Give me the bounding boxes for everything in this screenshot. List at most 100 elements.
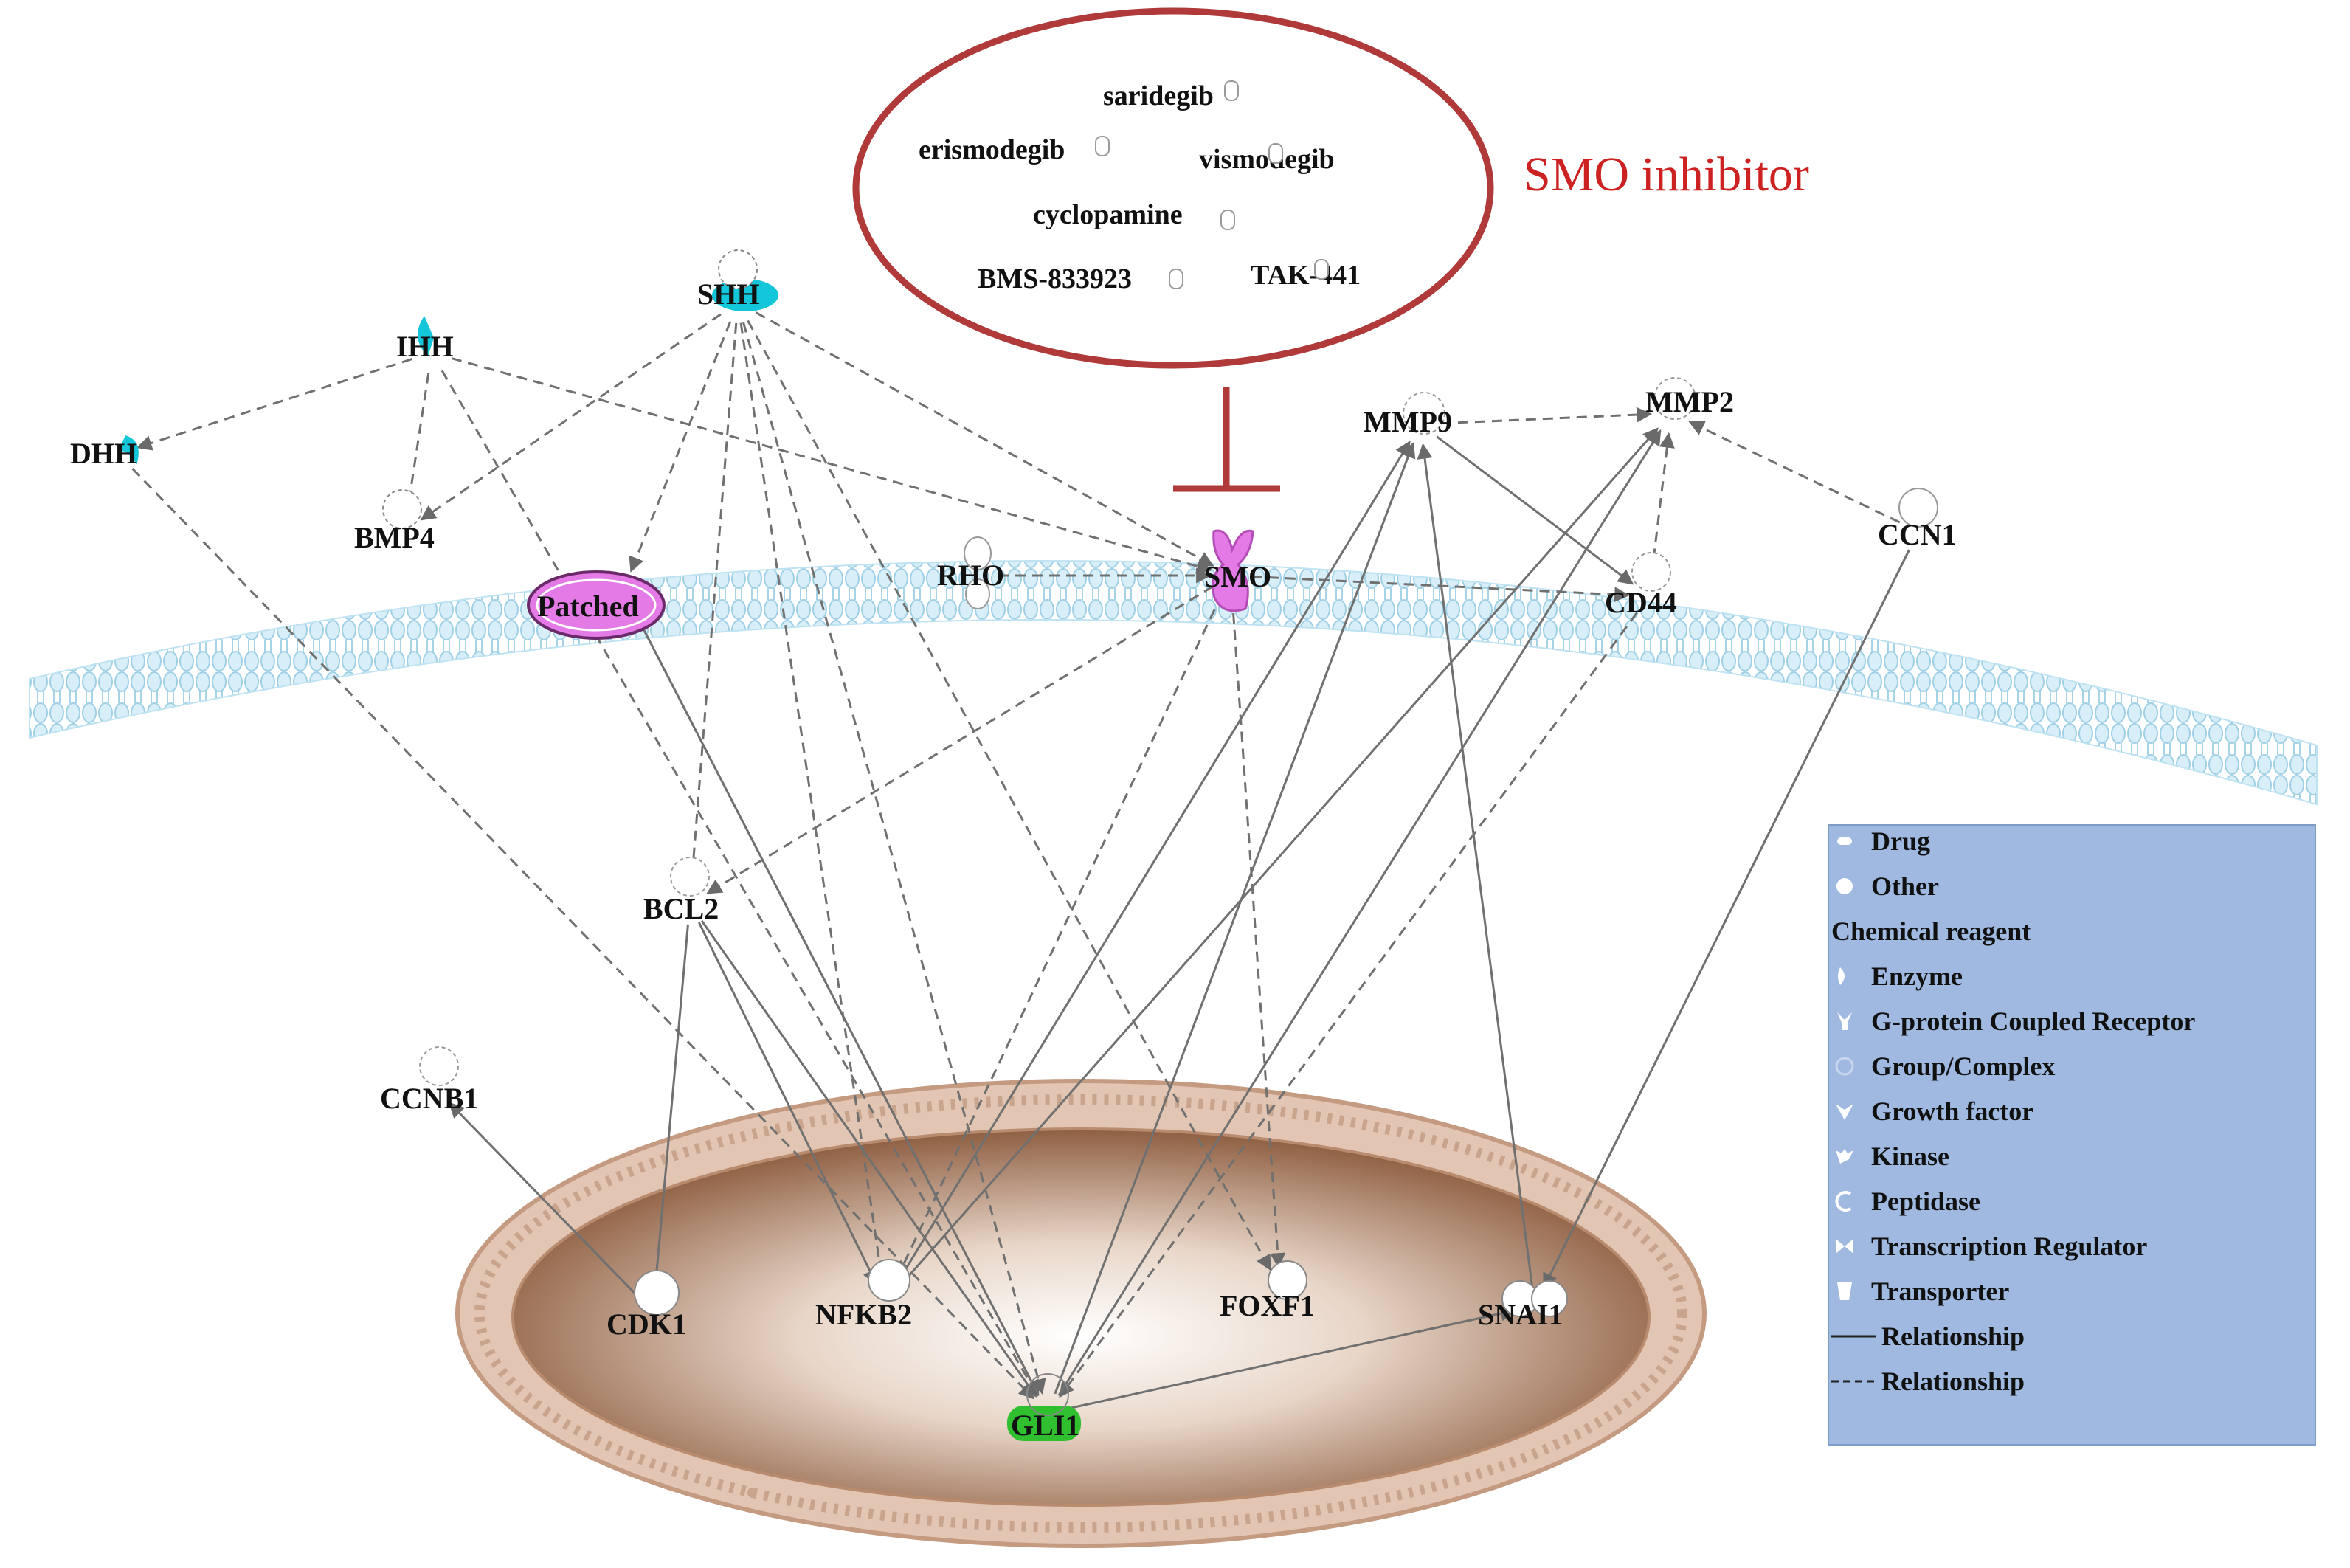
drug-icon (1224, 80, 1239, 101)
node-label-bmp4: BMP4 (354, 521, 435, 554)
drug-label: erismodegib (919, 134, 1065, 165)
drug-icon (1268, 143, 1283, 164)
legend-box (1828, 824, 2316, 1446)
patched-transporter-icon (527, 570, 666, 640)
legend-item: Transcription Regulator (1836, 1232, 2147, 1261)
edge-bcl2-cdk1 (648, 924, 689, 1294)
nucleus (455, 1079, 1707, 1548)
edge-smo-nfkb2 (893, 593, 1223, 1285)
edge-cdk1-ccnb1 (449, 1102, 640, 1298)
legend-label: Transporter (1871, 1277, 2009, 1306)
node-label-foxf1: FOXF1 (1220, 1289, 1315, 1322)
nfkb2-tr-icon (868, 1259, 910, 1302)
legend-tr-icon (1836, 1239, 1853, 1254)
smo-gpcr-icon (1212, 529, 1254, 612)
drug-label: vismodegib (1199, 144, 1335, 175)
edge-dhh-gli1 (131, 468, 1034, 1400)
node-label-mmp2: MMP2 (1645, 385, 1734, 418)
node-label-cdk1: CDK1 (606, 1308, 687, 1341)
legend-label: Kinase (1871, 1142, 1949, 1171)
edges-layer (131, 311, 1910, 1410)
legend-item: Growth factor (1836, 1096, 2033, 1126)
edge-ihh-dhh (136, 358, 412, 451)
legend-enzyme-icon (1838, 967, 1845, 985)
edge-cd44-mmp2 (1650, 432, 1675, 576)
node-labels: SHH IHH DHH BMP4 Patched RHO SMO MMP9 MM… (70, 277, 1957, 1442)
legend-item: Relationship (1831, 1367, 2025, 1396)
cell-membrane (29, 560, 2318, 806)
node-label-gli1: GLI1 (1011, 1409, 1079, 1442)
legend-gpcr-icon (1837, 1012, 1852, 1030)
drug-icon (1095, 136, 1110, 156)
node-label-smo: SMO (1204, 560, 1271, 593)
edge-gli1-patched (632, 607, 1040, 1395)
ihh-peptidase-icon (418, 316, 434, 356)
legend-transporter-icon (1837, 1282, 1852, 1300)
drug-label: saridegib (1103, 80, 1214, 111)
legend-label: Transcription Regulator (1871, 1232, 2147, 1261)
node-label-mmp9: MMP9 (1364, 405, 1452, 438)
inhibitor-title: SMO inhibitor (1524, 148, 1809, 201)
legend-item: Enzyme (1838, 961, 1963, 991)
drug-icon (1220, 210, 1235, 230)
node-label-bcl2: BCL2 (643, 892, 719, 925)
node-label-ccn1: CCN1 (1878, 518, 1957, 551)
node-label-patched: Patched (537, 590, 639, 623)
node-label-ihh: IHH (396, 330, 454, 363)
snai1-tr-icon (1501, 1280, 1568, 1317)
edge-ihh-smo (451, 357, 1213, 574)
edge-gli1-snai1 (1068, 1305, 1516, 1410)
bmp4-growth-icon (382, 489, 422, 529)
edge-shh-patched (629, 321, 732, 573)
legend-group-icon (1835, 1057, 1854, 1076)
rho-receptor-icon (964, 536, 992, 609)
edge-smo-bcl2 (706, 585, 1214, 894)
cdk1-kinase-icon (634, 1270, 680, 1316)
legend-label: Chemical reagent (1831, 916, 2031, 946)
legend-item: Relationship (1831, 1322, 2025, 1351)
node-label-dhh: DHH (70, 437, 137, 470)
node-label-shh: SHH (697, 277, 759, 311)
edge-nfkb2-mmp2 (898, 427, 1659, 1288)
edge-shh-gli1 (742, 322, 1046, 1395)
edge-shh-bcl2 (685, 322, 738, 885)
legend-item: Kinase (1836, 1142, 1949, 1171)
edge-ccn1-mmp2 (1688, 421, 1901, 524)
legend-label: G-protein Coupled Receptor (1871, 1006, 2195, 1036)
legend-label: Enzyme (1871, 961, 1963, 991)
foxf1-tr-icon (1268, 1260, 1307, 1300)
legend-label: Group/Complex (1871, 1051, 2055, 1081)
edge-shh-foxf1 (747, 320, 1271, 1271)
shh-kinase-icon (712, 249, 778, 311)
edge-mmp9-cd44 (1436, 435, 1634, 585)
mmp9-peptidase-icon (1403, 392, 1445, 435)
legend-item: G-protein Coupled Receptor (1837, 1006, 2195, 1036)
gli1-tr-icon (1007, 1373, 1081, 1441)
drug-label: TAK-441 (1251, 260, 1361, 291)
legend-growth-icon (1836, 1104, 1853, 1120)
edge-bcl2-nfkb2 (697, 922, 878, 1285)
legend-item: Drug (1837, 826, 1930, 856)
legend-item: Transporter (1837, 1277, 2009, 1306)
legend-label: Drug (1871, 826, 1930, 856)
edge-bcl2-gli1 (700, 920, 1037, 1398)
edge-ccn1-snai1 (1543, 549, 1910, 1289)
edge-shh-smo (755, 311, 1214, 567)
legend-label: Growth factor (1871, 1096, 2033, 1126)
node-glyphs (118, 249, 1938, 1441)
edge-shh-nfkb2 (739, 322, 888, 1284)
edge-nfkb2-mmp9 (895, 441, 1411, 1285)
cd44-other-icon (1631, 552, 1671, 592)
inhibitor-group: saridegib erismodegib vismodegib cyclopa… (852, 7, 1809, 492)
legend-item: Other (1836, 871, 1939, 901)
legend-label: Relationship (1881, 1322, 2025, 1351)
legend-label: Peptidase (1871, 1187, 1980, 1216)
edge-gli1-mmp2 (1057, 429, 1662, 1397)
edge-ihh-gli1 (440, 370, 1039, 1397)
drug-label: BMS-833923 (978, 263, 1132, 294)
edge-gli1-mmp9 (1054, 442, 1416, 1395)
legend-label: Other (1871, 871, 1939, 901)
node-label-nfkb2: NFKB2 (815, 1298, 912, 1331)
legend-drug-icon (1837, 837, 1852, 845)
